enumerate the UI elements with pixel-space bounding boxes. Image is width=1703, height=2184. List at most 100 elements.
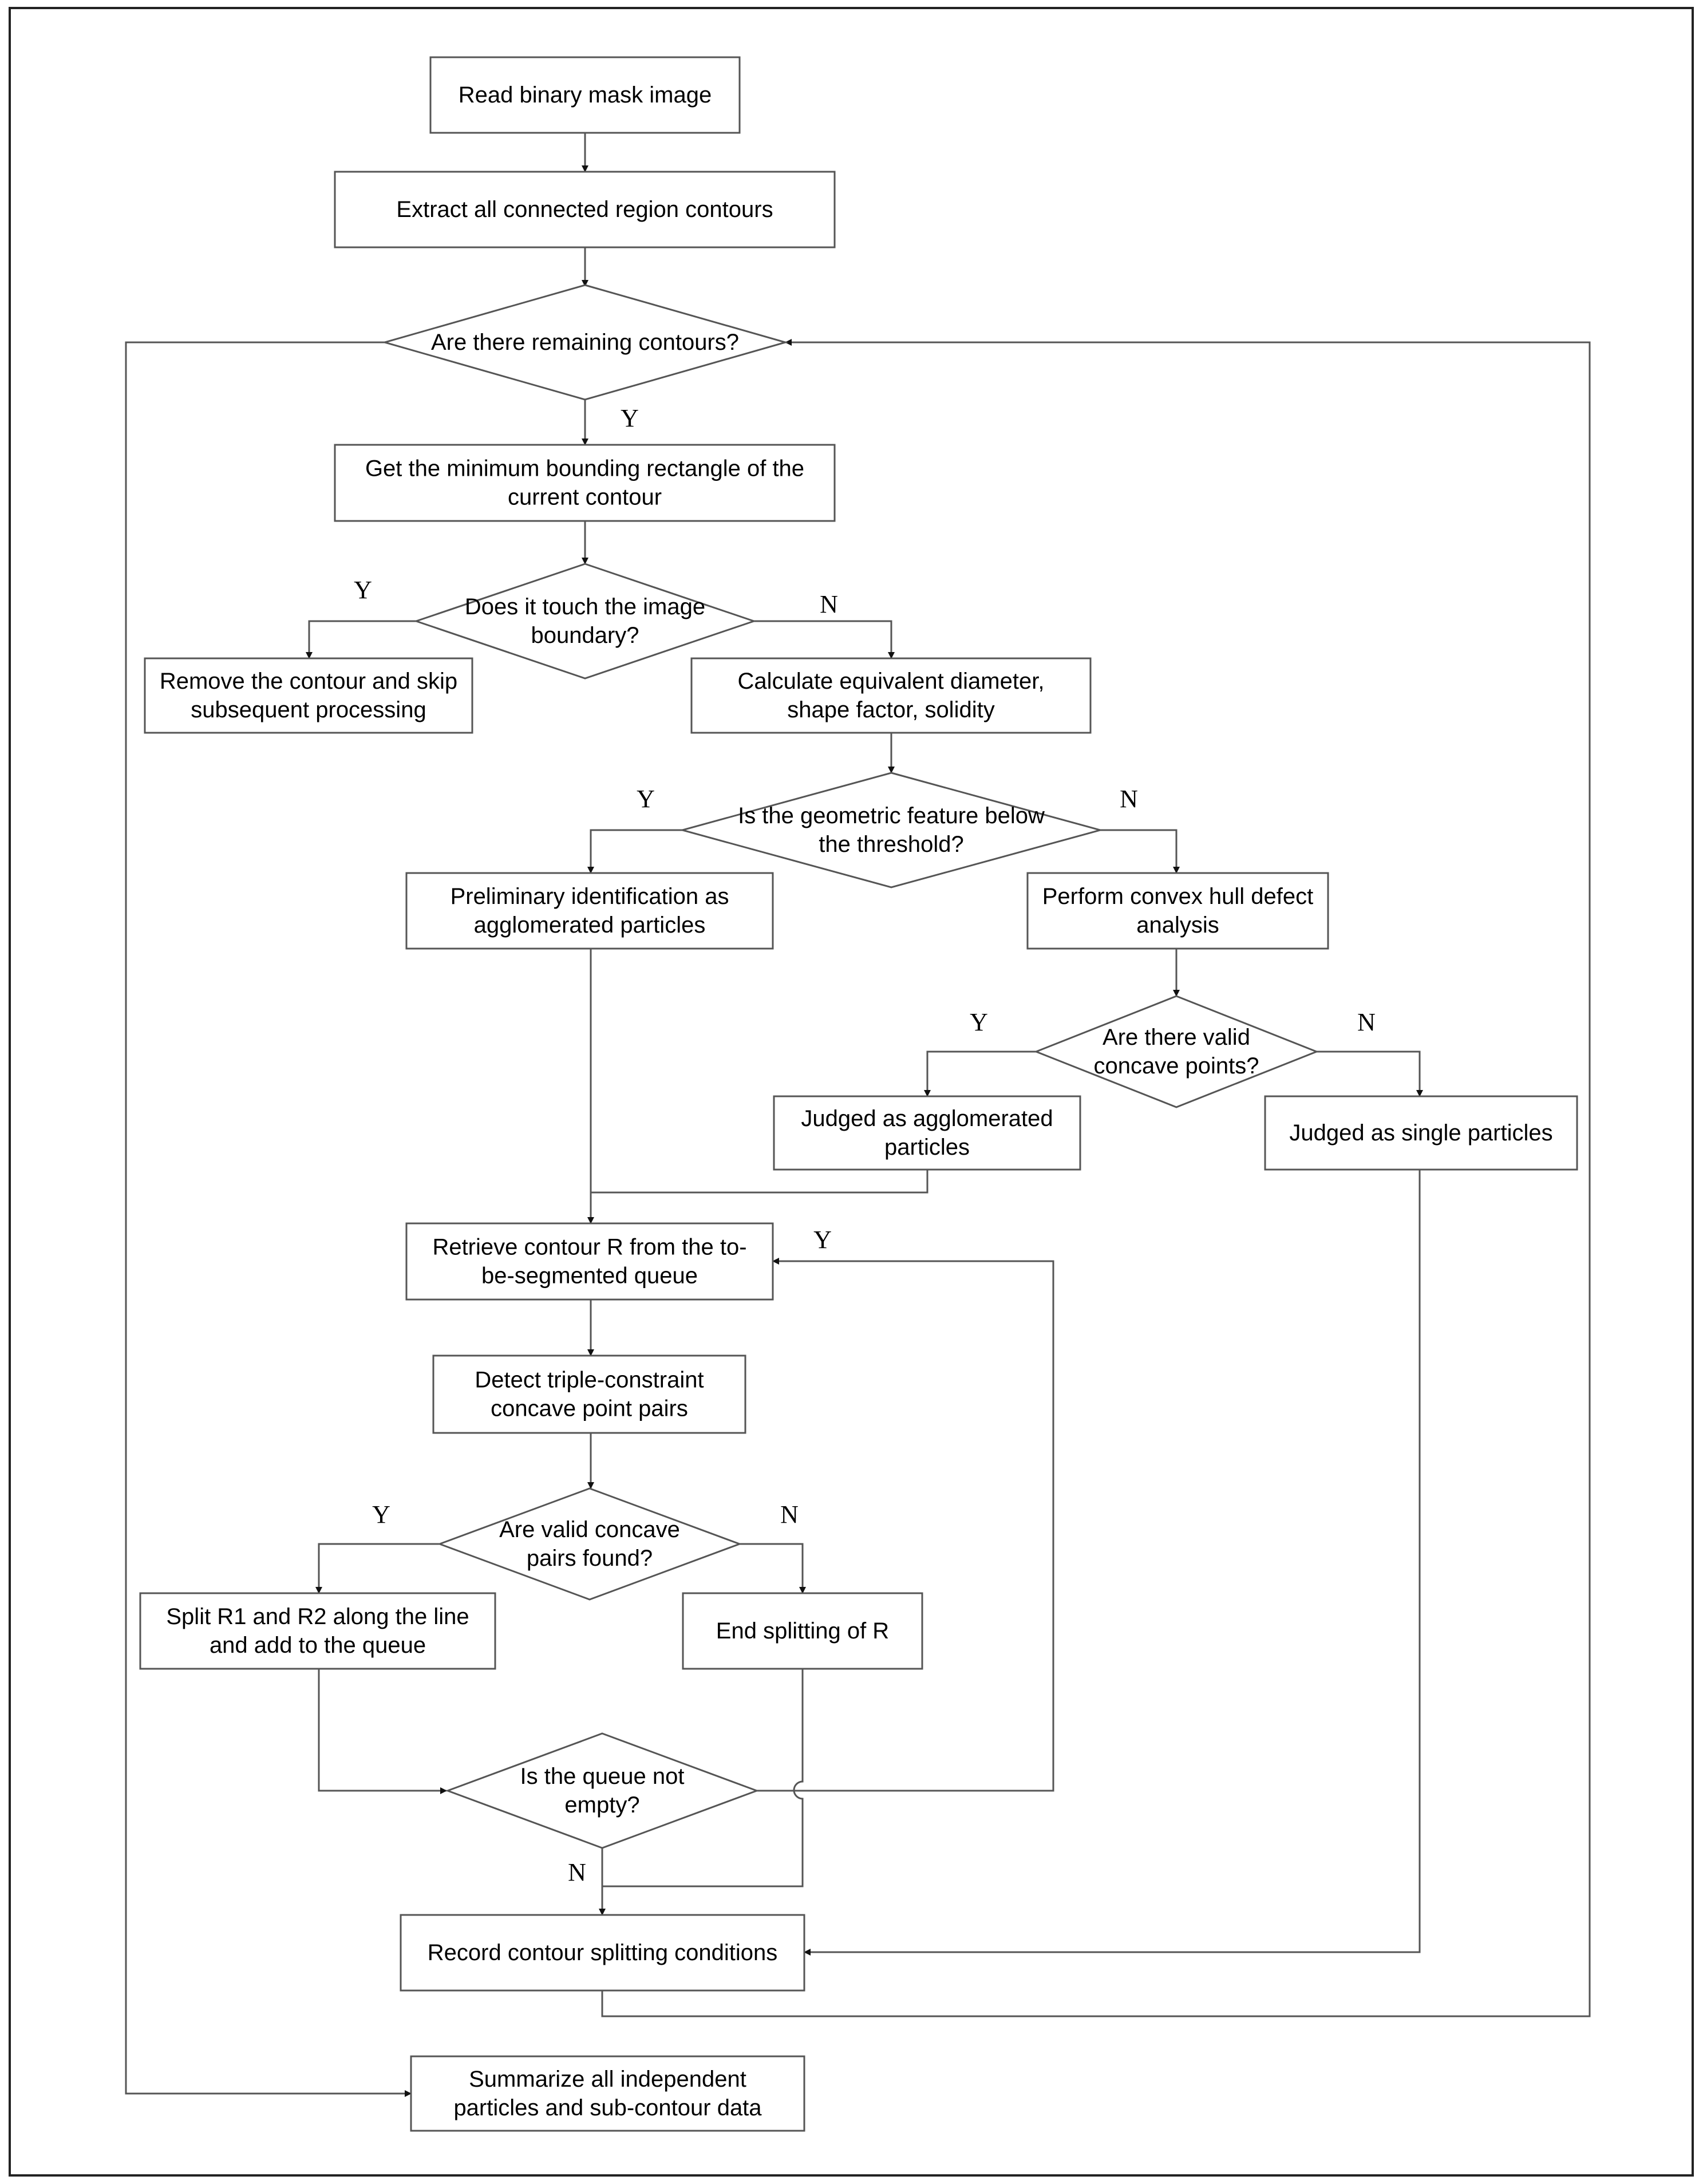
node-end-split: End splitting of R [682,1592,923,1670]
node-judged-agglomerated: Judged as agglomerated particles [773,1095,1081,1171]
node-label-line: shape factor, solidity [787,697,994,722]
node-valid-pairs-found: Are valid concave pairs found? [437,1487,742,1601]
node-label-line: particles [884,1135,970,1160]
node-label-line: Preliminary identification as [451,884,729,909]
branch-label-threshold-no: N [1120,785,1138,813]
process-box [1026,872,1329,950]
node-record-conditions: Record contour splitting conditions [400,1914,805,1992]
process-box [405,872,774,950]
branch-label-queue-no: N [568,1858,586,1886]
node-label-line: boundary? [531,623,639,648]
edge-threshold-yes [587,829,682,874]
node-label-line: Retrieve contour R from the to- [432,1235,746,1260]
node-detect-pairs: Detect triple-constraint concave point pa… [432,1354,746,1434]
node-label-line: be-segmented queue [481,1263,698,1289]
node-label-line: current contour [508,485,662,510]
node-convex-hull: Perform convex hull defect analysis [1026,872,1329,950]
node-label-line: particles and sub-contour data [453,2095,762,2120]
node-label-line: concave points? [1093,1053,1259,1079]
edge-touch-yes [306,620,417,659]
process-box [334,171,836,248]
node-label-line: Read binary mask image [459,82,712,108]
node-label-line: Detect triple-constraint [475,1368,704,1393]
node-queue-not-empty: Is the queue not empty? [445,1732,760,1849]
process-box [144,657,473,734]
branch-label-remaining-yes: Y [621,404,639,432]
edge-pairs-yes [315,1543,439,1594]
node-label-line: Get the minimum bounding rectangle of th… [365,456,804,481]
node-retrieve-contour: Retrieve contour R from the to-be-segmen… [405,1222,774,1301]
process-box [773,1095,1081,1171]
node-label-line: concave point pairs [491,1396,688,1421]
node-label-line: Does it touch the image [465,594,705,619]
decision-diamond [445,1732,760,1849]
process-box [690,657,1092,734]
edge-single-to-record [804,1170,1421,1956]
edge-concave-no [1317,1050,1423,1097]
node-label-line: Judged as agglomerated [801,1106,1053,1131]
node-label-line: End splitting of R [716,1618,889,1644]
branch-label-pairs-yes: Y [372,1500,390,1529]
node-read-mask: Read binary mask image [429,56,741,134]
node-judged-single: Judged as single particles [1264,1095,1578,1171]
process-box [405,1222,774,1301]
edge-end-split-merge [602,1669,804,1887]
node-label-line: Are there remaining contours? [431,330,739,355]
node-label-line: analysis [1136,913,1219,938]
branch-label-concave-yes: Y [970,1008,988,1036]
branch-label-touch-yes: Y [354,576,372,604]
node-touch-boundary: Does it touch the image boundary? [413,563,757,680]
node-label-line: empty? [564,1792,639,1818]
process-box [334,444,836,522]
edge-split-to-queue [318,1669,447,1794]
outer-frame [9,7,1694,2177]
node-extract-contours: Extract all connected region contours [334,171,836,248]
edge-queue-yes [757,1258,1054,1792]
node-label-line: agglomerated particles [474,913,706,938]
node-label-line: Perform convex hull defect [1042,884,1314,909]
node-label-line: Judged as single particles [1289,1120,1552,1146]
branch-label-pairs-no: N [780,1500,799,1529]
decision-diamond [381,284,789,401]
decision-diamond [413,563,757,680]
node-calc-features: Calculate equivalent diameter, shape fact… [690,657,1092,734]
node-label-line: Remove the contour and skip [160,669,457,694]
edges [125,133,1591,2097]
node-min-bounding-rect: Get the minimum bounding rectangle of th… [334,444,836,522]
branch-label-touch-no: N [820,590,838,618]
node-label-line: Are valid concave [499,1517,680,1542]
node-label-line: Record contour splitting conditions [428,1940,777,1965]
node-label-line: Extract all connected region contours [396,197,773,222]
node-label-line: subsequent processing [191,697,426,722]
decision-diamond [1033,995,1319,1108]
node-remove-contour: Remove the contour and skip subsequent pr… [144,657,473,734]
node-label-line: Calculate equivalent diameter, [738,669,1045,694]
branch-label-concave-no: N [1357,1008,1376,1036]
process-box [139,1592,496,1670]
edge-record-to-remaining [601,339,1591,2017]
process-box [400,1914,805,1992]
process-box [432,1354,746,1434]
edge-threshold-no [1100,829,1180,874]
process-box [410,2055,805,2132]
node-remaining-contours: Are there remaining contours? [381,284,789,401]
node-label-line: pairs found? [527,1546,653,1571]
node-prelim-agglomerated: Preliminary identification as agglomerate… [405,872,774,950]
decision-diamond [679,772,1104,888]
edge-touch-no [754,620,895,659]
edge-remaining-no-to-summarize [125,341,412,2097]
process-box [1264,1095,1578,1171]
decision-diamond [437,1487,742,1601]
node-label-line: Split R1 and R2 along the line [166,1604,469,1629]
node-label-line: the threshold? [819,832,964,857]
process-box [682,1592,923,1670]
edge-concave-yes [924,1050,1036,1097]
node-label-line: Is the queue not [520,1764,685,1789]
edge-judged-agglomerated-merge [591,1170,928,1194]
